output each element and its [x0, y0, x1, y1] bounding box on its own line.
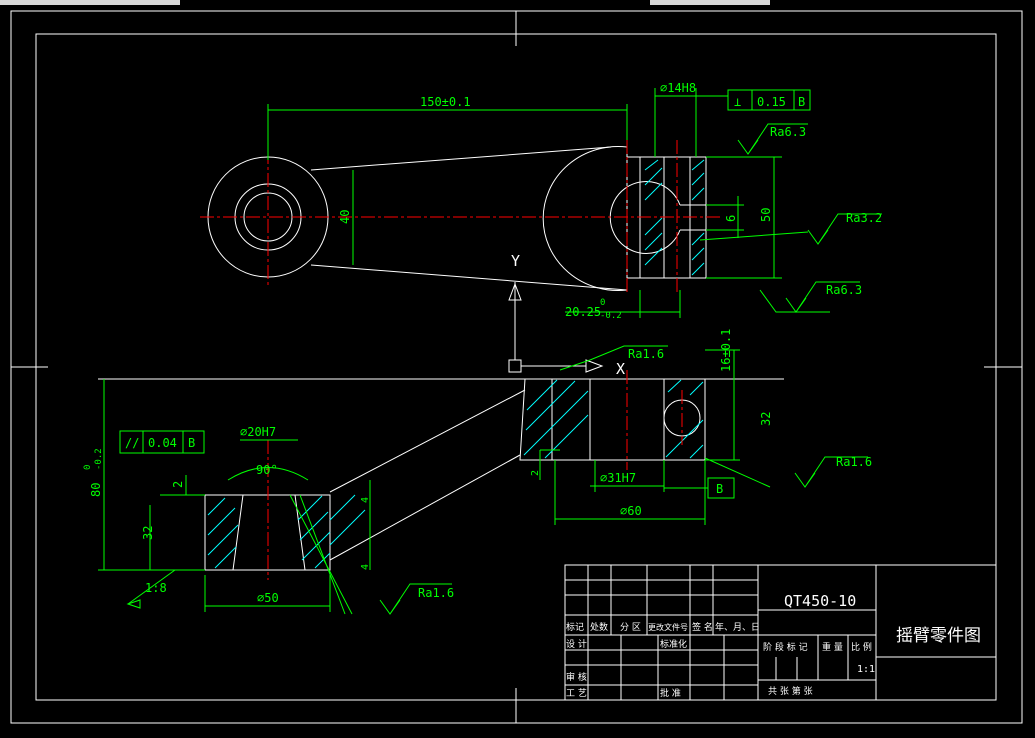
dim-32-left: 32 — [141, 526, 155, 540]
dim-bore-20: ⌀20H7 — [240, 425, 276, 439]
tb-process: 工 艺 — [566, 688, 587, 699]
tb-sheets: 共 张 第 张 — [768, 685, 813, 697]
ra16-right-label: Ra1.6 — [836, 455, 872, 469]
dim-height-80: 80 — [89, 483, 103, 497]
title-block-texts: QT450-10 摇臂零件图 1:1 标记 处数 分 区 更改文件号 签 名 年… — [566, 592, 981, 699]
datum-b-label: B — [798, 95, 805, 109]
top-view-dim-texts: 150±0.1 ⌀14H8 ⊥ 0.15 B Ra6.3 Ra3.2 Ra6.3… — [338, 81, 882, 321]
bottom-view-dim-texts: 80 0 -0.2 // 0.04 B ⌀20H7 90° 2 32 1:8 ⌀… — [83, 329, 872, 605]
view-y-indicator — [508, 282, 604, 373]
parallel-datum-label: B — [188, 436, 195, 450]
tb-col-zone: 分 区 — [620, 622, 641, 633]
dim-slot-2025-tol-up: 0 — [600, 298, 605, 308]
tb-design: 设 计 — [566, 638, 587, 650]
tb-col-count: 处数 — [590, 621, 608, 633]
bottom-view-dimensions — [98, 345, 868, 615]
perp-symbol-icon: ⊥ — [734, 95, 741, 109]
sheet-frame — [10, 10, 1023, 724]
dim-2-left: 2 — [171, 481, 185, 488]
dim-4-top: 4 — [360, 497, 371, 503]
dim-16: 16±0.1 — [719, 329, 733, 372]
taper-label: 1:8 — [145, 581, 167, 595]
title-bar-segment-right — [650, 0, 770, 5]
tb-col-mark: 标记 — [566, 621, 584, 633]
dim-bore-31: ⌀31H7 — [600, 471, 636, 485]
ra63-right-label: Ra6.3 — [826, 283, 862, 297]
dim-angle-90: 90° — [256, 463, 278, 477]
dim-2-mid: 2 — [530, 470, 541, 476]
top-view-dimensions — [267, 88, 882, 318]
dim-slot-6: 6 — [724, 215, 738, 222]
window-top-strip — [0, 0, 1035, 6]
tb-col-docno: 更改文件号 — [648, 622, 688, 632]
dim-4-bottom: 4 — [360, 564, 371, 570]
top-view — [200, 140, 720, 295]
ra16-top-label: Ra1.6 — [628, 347, 664, 361]
perp-tolerance-value: 0.15 — [757, 95, 786, 109]
dim-hub-40: 40 — [338, 210, 352, 224]
dim-slot-2025-tol-down: -0.2 — [600, 311, 622, 321]
dim-32-right: 32 — [759, 412, 773, 426]
parallel-tolerance-value: 0.04 — [148, 436, 177, 450]
dim-center-distance: 150±0.1 — [420, 95, 471, 109]
tb-standard: 标准化 — [660, 638, 687, 650]
view-y-label: Y — [511, 252, 520, 270]
dim-dia-50: ⌀50 — [257, 591, 279, 605]
dim-height-80-tol-up: 0 — [83, 465, 93, 470]
tb-review: 审 核 — [566, 671, 587, 683]
material-label: QT450-10 — [784, 592, 856, 610]
dim-bore-14: ⌀14H8 — [660, 81, 696, 95]
dim-slot-2025: 20.25 — [565, 305, 601, 319]
dim-dia-60: ⌀60 — [620, 504, 642, 518]
tb-weight: 重 量 — [822, 641, 843, 653]
tb-approve: 批 准 — [660, 687, 681, 699]
ra63-top-label: Ra6.3 — [770, 125, 806, 139]
bottom-view — [98, 370, 784, 580]
tb-ratio: 比 例 — [851, 641, 872, 653]
title-block — [564, 564, 997, 701]
dim-height-50: 50 — [759, 208, 773, 222]
tb-stage-mark: 阶 段 标 记 — [763, 641, 808, 653]
view-x-label: X — [616, 360, 625, 378]
datum-b2-label: B — [716, 482, 723, 496]
ra32-label: Ra3.2 — [846, 211, 882, 225]
tb-col-sign: 签 名 — [692, 621, 713, 633]
scale-value: 1:1 — [857, 664, 875, 675]
dim-height-80-tol-down: -0.2 — [94, 448, 104, 470]
ra16-bottom-label: Ra1.6 — [418, 586, 454, 600]
title-bar-segment-left — [0, 0, 180, 5]
parallel-symbol-icon: // — [125, 436, 139, 450]
part-name-title: 摇臂零件图 — [896, 626, 981, 646]
tb-col-date: 年、月、日 — [715, 621, 760, 633]
